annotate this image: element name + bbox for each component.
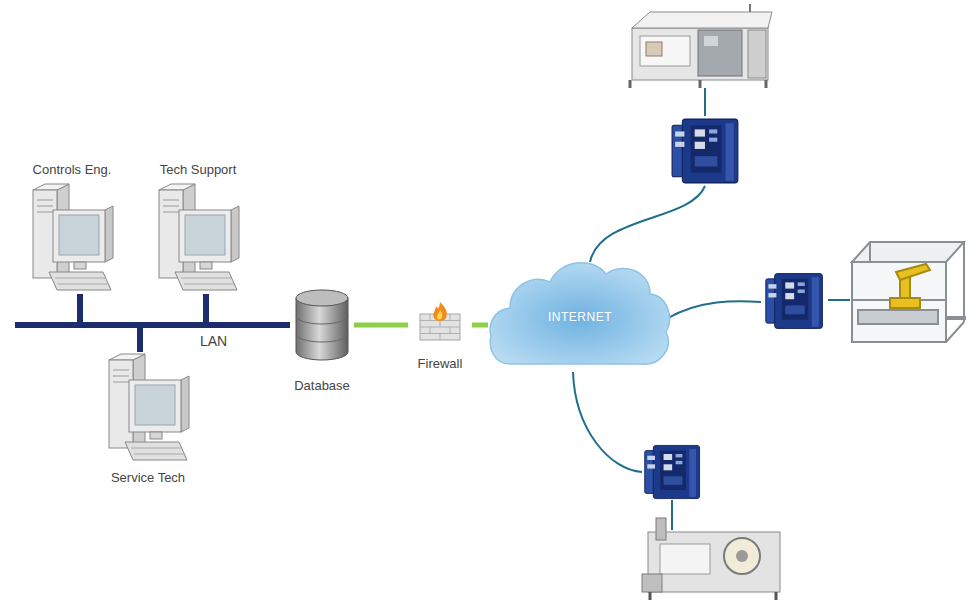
internet-link <box>573 372 642 472</box>
lan-link <box>140 325 290 352</box>
gateway-device <box>672 119 738 183</box>
workstation: Tech Support <box>148 160 248 294</box>
gateway-device <box>645 445 700 498</box>
internet-cloud: INTERNET <box>488 252 672 378</box>
firewall-node: Firewall <box>408 300 472 372</box>
lan-link <box>206 294 290 325</box>
machine-wire <box>828 299 850 301</box>
gateway-device <box>766 274 823 329</box>
robotic-cell <box>852 242 966 342</box>
firewall-icon <box>418 300 462 342</box>
computer-icon <box>29 182 115 294</box>
node-label: Controls Eng. <box>33 162 112 178</box>
wan-link <box>472 323 488 328</box>
packaging-machine <box>630 4 772 88</box>
workstation: Controls Eng. <box>12 160 132 294</box>
internet-link <box>590 186 705 262</box>
computer-icon <box>155 182 241 294</box>
database-node: Database <box>290 288 354 394</box>
node-label: Firewall <box>418 356 463 372</box>
lan-link <box>80 294 290 325</box>
network-label: LAN <box>200 333 227 349</box>
machine-wire <box>704 88 706 116</box>
wan-link <box>354 323 408 328</box>
labeling-machine <box>642 518 780 600</box>
node-label: Database <box>294 378 350 394</box>
lan-bus <box>15 322 82 328</box>
database-cylinder <box>294 288 350 362</box>
node-label: Service Tech <box>111 470 185 486</box>
workstation: Service Tech <box>98 352 198 486</box>
computer-icon <box>105 352 191 464</box>
internet-link <box>668 301 761 318</box>
node-label: INTERNET <box>548 309 612 325</box>
node-label: Tech Support <box>160 162 237 178</box>
machine-wire <box>671 500 673 530</box>
